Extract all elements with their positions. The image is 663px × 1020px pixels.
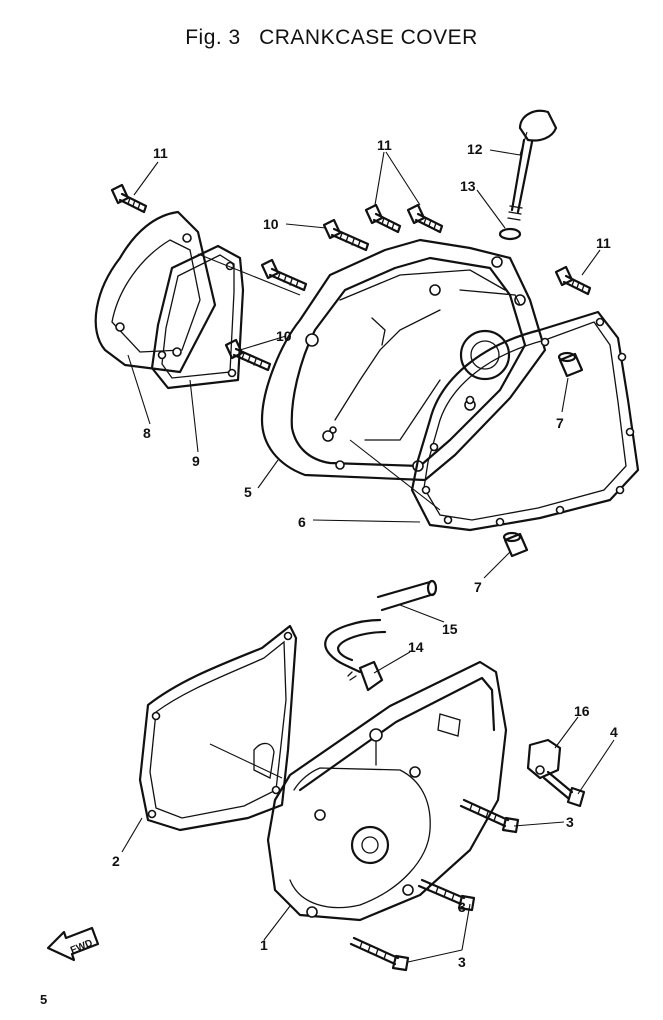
part-14-pipe [324, 618, 387, 692]
callout-13: 13 [460, 178, 476, 194]
part-11-screw-c [406, 203, 444, 234]
callout-2: 2 [112, 853, 120, 869]
callout-10-a: 10 [263, 216, 279, 232]
part-10-screw-c [224, 338, 272, 372]
part-9-gasket [150, 244, 245, 390]
part-1-crankcase-cover [266, 660, 508, 922]
fwd-arrow-icon: FWD [46, 926, 100, 962]
callout-7-a: 7 [556, 415, 564, 431]
callout-1: 1 [260, 937, 268, 953]
callout-7-b: 7 [474, 579, 482, 595]
callout-5: 5 [244, 484, 252, 500]
part-10-screw-b [260, 258, 308, 292]
part-11-screw-a [110, 183, 148, 214]
part-3-screw-b [417, 878, 476, 912]
callout-11-c: 11 [596, 235, 611, 251]
callout-16: 16 [574, 703, 590, 719]
callout-4: 4 [610, 724, 618, 740]
callout-12: 12 [467, 141, 483, 157]
callout-6: 6 [298, 514, 306, 530]
part-3-screw-c [349, 936, 410, 972]
part-12-level-gauge [507, 109, 558, 221]
figure-title: Fig. 3 CRANKCASE COVER [0, 26, 663, 50]
part-13-o-ring [498, 227, 522, 241]
part-3-screw-a [459, 798, 520, 834]
callout-14: 14 [408, 639, 424, 655]
callout-3-a: 3 [566, 814, 574, 830]
part-10-screw-a [322, 218, 370, 252]
callout-15: 15 [442, 621, 458, 637]
callout-labels: 1 2 3 3 3 4 5 6 7 7 8 9 10 10 11 11 11 1… [112, 137, 618, 970]
callout-3-c: 3 [458, 954, 466, 970]
part-16-clamp [526, 738, 562, 780]
callout-11-b: 11 [377, 137, 392, 153]
part-7-dowel-b [502, 531, 529, 558]
figure-caption: CRANKCASE COVER [259, 26, 478, 49]
fwd-label: FWD [69, 938, 94, 957]
part-7-dowel-a [557, 351, 584, 378]
callout-11-a: 11 [153, 145, 168, 161]
part-4-screw [542, 770, 586, 808]
part-2-gasket [138, 624, 298, 832]
part-6-gasket [410, 310, 640, 532]
callout-8: 8 [143, 425, 151, 441]
leader-lines [121, 131, 615, 963]
callout-3-b: 3 [458, 899, 466, 915]
figure-number: Fig. 3 [185, 26, 241, 49]
part-11-screw-b [364, 203, 402, 234]
callout-9: 9 [192, 453, 200, 469]
callout-10-b: 10 [276, 328, 292, 344]
part-5-crankcase-cover [260, 238, 547, 482]
part-11-screw-d [554, 265, 592, 296]
page-number: 5 [40, 992, 48, 1007]
part-15-hose [376, 579, 438, 612]
